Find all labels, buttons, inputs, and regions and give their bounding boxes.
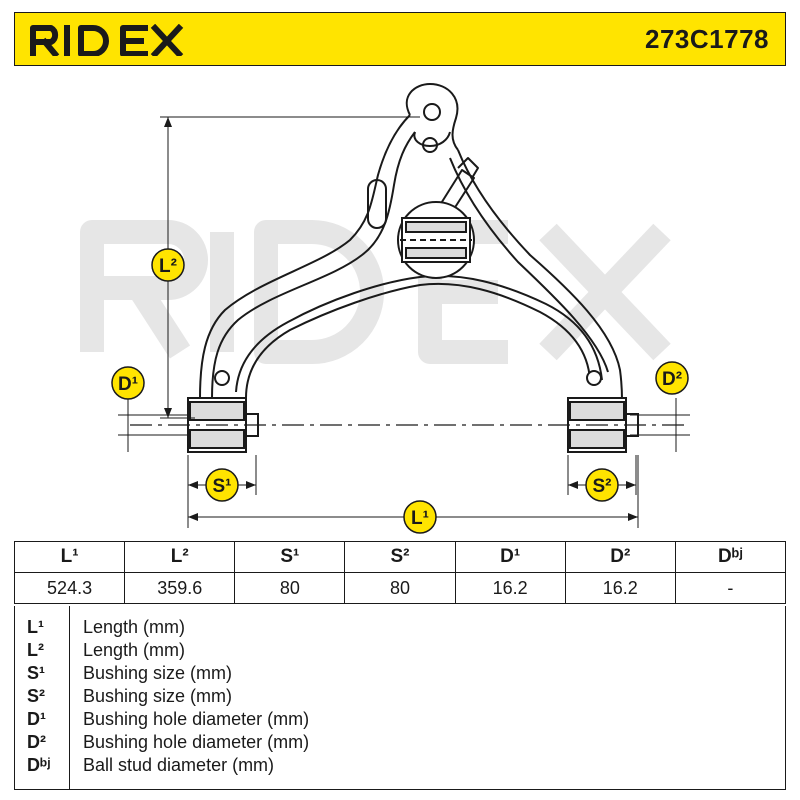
spec-header-L1: L¹ — [13, 541, 126, 573]
legend-description: Length (mm) — [83, 617, 186, 637]
svg-text:D¹: D¹ — [118, 374, 138, 395]
spec-value-S2: 80 — [344, 572, 456, 604]
dimension-arrows — [164, 117, 638, 521]
legend-symbol: Dᵇʲ — [27, 755, 51, 775]
legend-symbol: D² — [27, 732, 46, 752]
header-bar: 273C1778 — [14, 12, 786, 66]
legend-row: L¹ Length (mm) — [15, 616, 785, 639]
spec-value-row: 524.3 359.6 80 80 16.2 16.2 - — [13, 572, 787, 604]
svg-text:S¹: S¹ — [213, 476, 232, 497]
spec-header-L2: L² — [124, 541, 236, 573]
legend-symbol: S² — [27, 686, 45, 706]
center-bushing — [397, 201, 475, 279]
spec-value-S1: 80 — [234, 572, 346, 604]
spec-header-D1: D¹ — [454, 541, 566, 573]
spec-header-Dbj: Dᵇʲ — [674, 541, 787, 573]
legend-description: Ball stud diameter (mm) — [83, 755, 275, 775]
spec-header-D2: D² — [564, 541, 676, 573]
legend-description: Bushing hole diameter (mm) — [83, 732, 310, 752]
spec-header-S2: S² — [344, 541, 456, 573]
ridex-logo — [30, 24, 184, 56]
arm-body — [199, 83, 623, 401]
legend-description: Bushing size (mm) — [83, 663, 233, 683]
label-S2: S² — [585, 468, 619, 502]
label-D2: D² — [655, 361, 689, 395]
legend-description: Bushing size (mm) — [83, 686, 233, 706]
legend-divider — [69, 606, 70, 789]
ridex-watermark — [80, 220, 671, 364]
svg-text:L¹: L¹ — [411, 508, 429, 529]
part-number: 273C1778 — [645, 24, 769, 54]
legend: L¹ Length (mm) L² Length (mm) S¹ Bushing… — [14, 606, 786, 790]
dimension-lines — [118, 116, 690, 528]
spec-value-D2: 16.2 — [564, 572, 676, 604]
legend-symbol: S¹ — [27, 663, 45, 683]
control-arm-drawing: L² D¹ D² S¹ S² L¹ — [80, 83, 690, 534]
legend-row: D² Bushing hole diameter (mm) — [15, 731, 785, 754]
legend-symbol: L² — [27, 640, 44, 660]
legend-row: Dᵇʲ Ball stud diameter (mm) — [15, 754, 785, 777]
spec-table: L¹ L² S¹ S² D¹ D² Dᵇʲ 524.3 359.6 80 80 … — [13, 541, 787, 604]
spec-value-L2: 359.6 — [124, 572, 236, 604]
legend-row: D¹ Bushing hole diameter (mm) — [15, 708, 785, 731]
svg-text:L²: L² — [159, 256, 177, 277]
spec-header-S1: S¹ — [234, 541, 346, 573]
label-S1: S¹ — [205, 468, 239, 502]
label-D1: D¹ — [111, 366, 145, 400]
label-L1: L¹ — [403, 500, 437, 534]
bushing-right — [567, 370, 639, 453]
legend-row: L² Length (mm) — [15, 639, 785, 662]
legend-symbol: L¹ — [27, 617, 44, 637]
legend-description: Length (mm) — [83, 640, 186, 660]
spec-header-row: L¹ L² S¹ S² D¹ D² Dᵇʲ — [13, 541, 787, 573]
legend-symbol: D¹ — [27, 709, 46, 729]
svg-text:S²: S² — [593, 476, 612, 497]
legend-row: S² Bushing size (mm) — [15, 685, 785, 708]
legend-description: Bushing hole diameter (mm) — [83, 709, 310, 729]
legend-row: S¹ Bushing size (mm) — [15, 662, 785, 685]
svg-text:D²: D² — [662, 369, 682, 390]
label-L2: L² — [151, 248, 185, 282]
spec-value-Dbj: - — [674, 572, 787, 604]
spec-value-D1: 16.2 — [454, 572, 566, 604]
spec-value-L1: 524.3 — [13, 572, 126, 604]
